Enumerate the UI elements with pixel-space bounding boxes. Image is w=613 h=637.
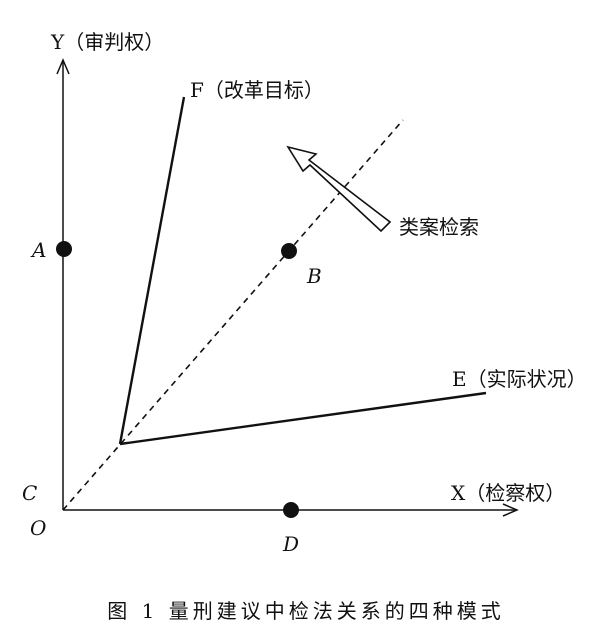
origin-label: O (30, 516, 46, 540)
y-axis-label: Y（审判权） (50, 30, 164, 54)
dashed-diagonal-line (62, 119, 404, 511)
line-e (119, 391, 487, 446)
point-a (56, 241, 72, 257)
point-a-label: A (30, 238, 46, 262)
hollow-arrow (286, 145, 392, 233)
point-d (283, 502, 299, 518)
point-b (281, 243, 297, 259)
line-f-label: F（改革目标） (190, 78, 324, 102)
point-d-label: D (282, 532, 299, 556)
x-axis-label: X（检察权） (451, 481, 565, 505)
line-f (118, 96, 186, 445)
figure-caption: 图 1 量刑建议中检法关系的四种模式 (107, 599, 504, 623)
point-c-label: C (22, 481, 37, 505)
line-e-label: E（实际状况） (452, 367, 587, 391)
y-axis-arrowhead (56, 58, 70, 75)
arrow-label: 类案检索 (399, 215, 479, 239)
x-axis-arrowhead (502, 503, 519, 517)
point-b-label: B (306, 264, 322, 288)
